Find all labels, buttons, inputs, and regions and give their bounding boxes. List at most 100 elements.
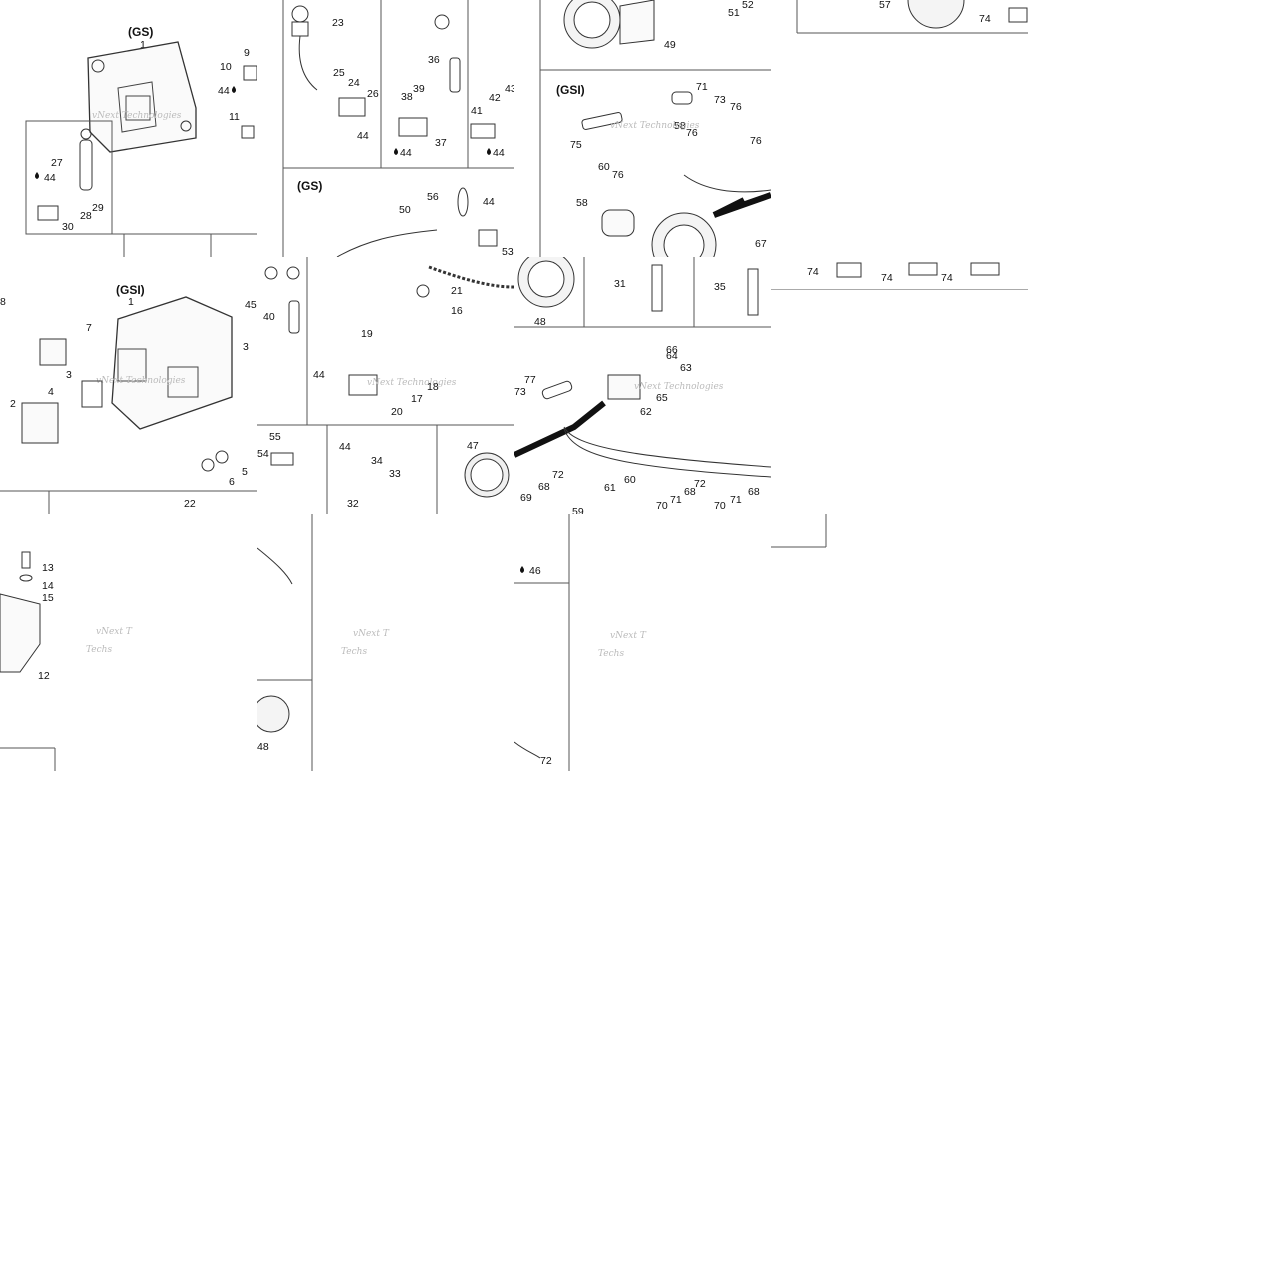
diagram-shape — [663, 224, 705, 257]
diagram-shape — [80, 128, 92, 140]
callout-45: 45 — [245, 299, 257, 311]
tile-harness-gsi: 48 31 35 66 64 63 65 62 vNext Technologi… — [514, 257, 771, 514]
callout-74: 74 — [941, 272, 953, 284]
callout-43: 43 — [505, 83, 514, 95]
callout-54: 54 — [257, 448, 269, 460]
diagram-shape — [712, 197, 746, 218]
diagram-shape — [527, 260, 565, 298]
diagram-shape — [338, 97, 366, 117]
callout-71: 71 — [670, 494, 682, 506]
diagram-shape — [257, 695, 290, 733]
callout-42: 42 — [489, 92, 501, 104]
callout-30: 30 — [62, 221, 74, 233]
sensors-drawing: 23 25 24 26 44 36 38 39 37 44 42 43 41 4… — [282, 0, 514, 257]
watermark: vNext T — [610, 631, 647, 641]
callout-68: 68 — [684, 486, 696, 498]
callout-50: 50 — [399, 204, 411, 216]
callout-44: 44 — [339, 441, 351, 453]
diagram-shape — [257, 547, 293, 585]
bracket-drawing: 13 14 15 12 vNext T Techs — [0, 551, 133, 771]
callout-58: 58 — [674, 120, 686, 132]
callout-60: 60 — [598, 161, 610, 173]
callout-59: 59 — [572, 506, 584, 514]
callout-27: 27 — [51, 157, 63, 169]
diagram-shape — [264, 266, 278, 280]
diagram-shape — [563, 428, 771, 478]
watermark: vNext Technologies — [96, 376, 186, 386]
tile-frame-edge — [771, 514, 828, 548]
callout-44: 44 — [44, 172, 56, 184]
gsi-module-drawing: (GSI) 1 vNext Technologies 8 7 3 4 2 45 … — [0, 283, 257, 514]
diagram-shape — [348, 374, 378, 396]
diagram-shape — [683, 174, 771, 193]
callout-61: 61 — [604, 482, 616, 494]
callout-26: 26 — [367, 88, 379, 100]
callout-33: 33 — [389, 468, 401, 480]
diagram-shape — [19, 574, 33, 582]
callout-15: 15 — [42, 592, 54, 604]
header-gsi: (GSI) — [116, 283, 145, 297]
callout-73: 73 — [514, 386, 526, 398]
diagram-shape — [428, 265, 514, 289]
callout-40: 40 — [263, 311, 275, 323]
harness-drawing: 40 21 16 19 44 vNext Technologies 18 17 … — [257, 257, 514, 514]
callout-19: 19 — [361, 328, 373, 340]
callout-22: 22 — [184, 498, 196, 510]
drop-icon — [35, 172, 39, 179]
callout-76: 76 — [730, 101, 742, 113]
callout-44: 44 — [313, 369, 325, 381]
label-67-svg: 67 — [755, 238, 767, 250]
callout-37: 37 — [435, 137, 447, 149]
diagram-shape — [21, 402, 59, 444]
callout-44: 44 — [357, 130, 369, 142]
callout-12: 12 — [38, 670, 50, 682]
diagram-shape — [541, 380, 573, 400]
diagram-shape — [243, 65, 257, 81]
callout-46: 46 — [529, 565, 541, 577]
callout-1: 1 — [128, 296, 134, 308]
callout-32: 32 — [347, 498, 359, 510]
callout-58: 58 — [576, 197, 588, 209]
callout-74: 74 — [881, 272, 893, 284]
callout-60: 60 — [624, 474, 636, 486]
diagram-shape — [37, 205, 59, 221]
callout-13: 13 — [42, 562, 54, 574]
callout-48: 48 — [534, 316, 546, 328]
callout-76: 76 — [612, 169, 624, 181]
drop-icon — [520, 566, 524, 573]
diagram-shape — [288, 300, 300, 334]
diagram-shape — [470, 458, 504, 492]
callout-16: 16 — [451, 305, 463, 317]
callout-65: 65 — [656, 392, 668, 404]
callout-1: 1 — [140, 39, 146, 51]
callout-55: 55 — [269, 431, 281, 443]
diagram-shape — [117, 81, 157, 133]
diagram-shape — [908, 262, 938, 276]
callout-6: 6 — [229, 476, 235, 488]
diagram-shape — [416, 284, 430, 298]
header-gs: (GS) — [128, 25, 153, 39]
diagram-shape — [270, 452, 294, 466]
callout-44: 44 — [218, 85, 230, 97]
diagram-shape — [201, 458, 215, 472]
callout-44: 44 — [493, 147, 505, 159]
diagram-shape — [434, 14, 450, 30]
callout-74: 74 — [979, 13, 991, 25]
diagram-shape — [81, 380, 103, 408]
callout-48: 48 — [257, 741, 269, 753]
callout-4: 4 — [48, 386, 54, 398]
tile-gsi-module: (GSI) 1 vNext Technologies 8 7 3 4 2 45 … — [0, 257, 257, 514]
callout-72: 72 — [552, 469, 564, 481]
callout-62: 62 — [640, 406, 652, 418]
callout-31: 31 — [614, 278, 626, 290]
tile-bottom-middle: 48 vNext T Techs — [257, 514, 514, 771]
watermark: Techs — [598, 649, 624, 659]
diagram-shape — [79, 139, 93, 191]
gauges-drawing: 49 51 52 (GSI) 71 73 76 58 76 76 75 vNex… — [539, 0, 771, 257]
bottom-right-drawing: 46 vNext T Techs 72 — [514, 514, 647, 771]
callout-76: 76 — [750, 135, 762, 147]
callout-2: 2 — [10, 398, 16, 410]
callout-71: 71 — [730, 494, 742, 506]
diagram-shape — [601, 209, 635, 237]
diagram-shape — [449, 57, 461, 93]
